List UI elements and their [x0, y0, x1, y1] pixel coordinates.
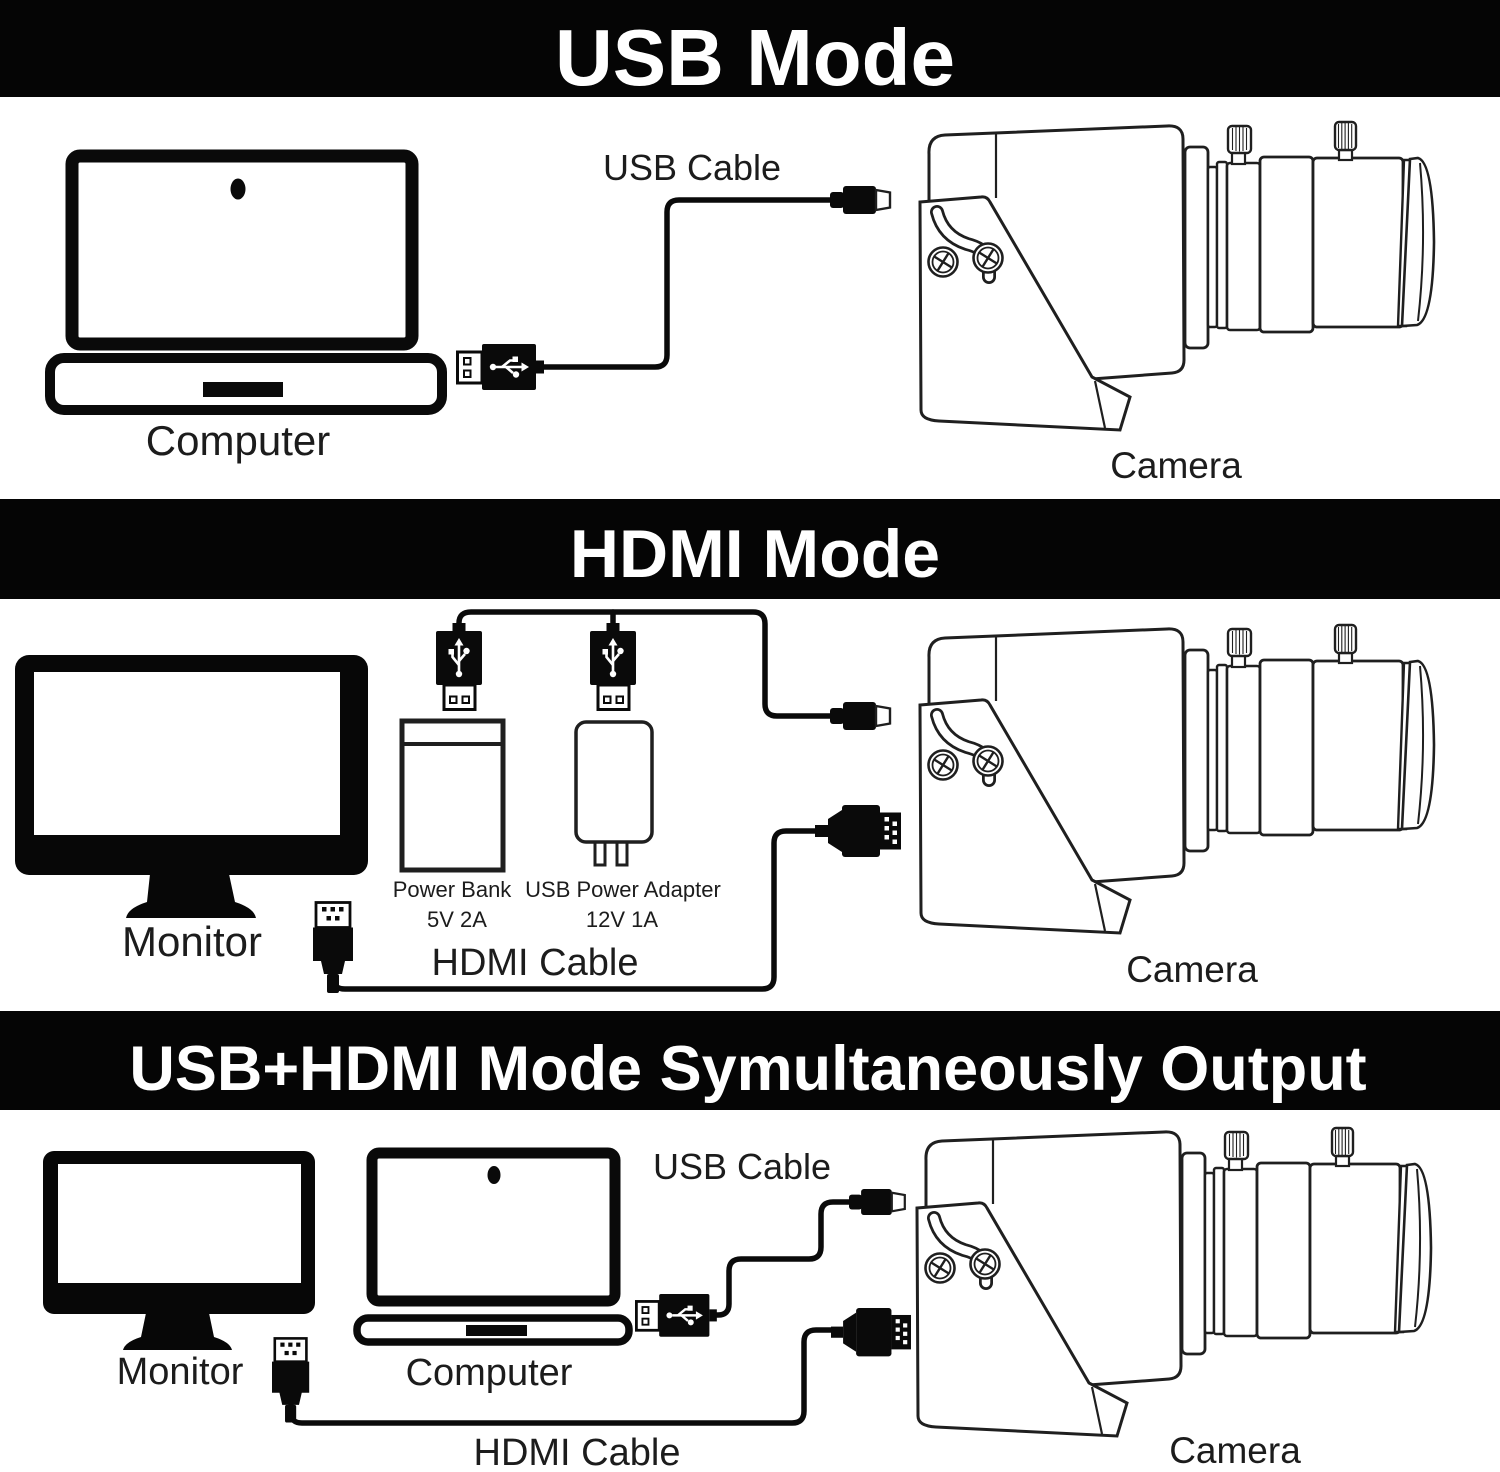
usb-cable-label: USB Cable — [603, 147, 781, 188]
usb-cable-label: USB Cable — [653, 1146, 831, 1187]
section-hdmi-mode: HDMI Mode Monitor Power Bank 5V 2A USB P… — [0, 499, 1500, 995]
section-usb-hdmi-mode: USB+HDMI Mode Symultaneously Output Moni… — [0, 1011, 1500, 1472]
webcam-dot-icon — [230, 178, 246, 200]
usb-a-plug-icon — [434, 621, 484, 711]
usb-cable-path — [713, 1199, 854, 1318]
usb-a-plug-icon — [456, 342, 546, 392]
monitor-icon — [43, 1151, 315, 1350]
camera-illustration — [917, 1128, 1431, 1436]
camera-label: Camera — [1126, 949, 1258, 990]
camera-illustration — [920, 625, 1434, 933]
section-title: USB Mode — [555, 13, 955, 102]
micro-usb-plug-icon — [847, 1187, 906, 1217]
power-bank-icon — [399, 718, 506, 873]
usb-cable-path — [540, 197, 834, 370]
hdmi-plug-icon — [815, 805, 901, 857]
section-title: USB+HDMI Mode Symultaneously Output — [129, 1034, 1366, 1104]
computer-label: Computer — [406, 1352, 573, 1394]
hdmi-plug-icon — [311, 901, 355, 995]
computer-label: Computer — [146, 417, 330, 464]
adapter-spec-label: 12V 1A — [586, 907, 658, 932]
micro-usb-plug-icon — [828, 700, 892, 732]
hdmi-cable-label: HDMI Cable — [474, 1432, 681, 1472]
section-banner — [0, 0, 1500, 97]
hdmi-cable-label: HDMI Cable — [432, 942, 639, 984]
laptop-icon — [45, 149, 447, 415]
usb-a-plug-icon — [588, 621, 638, 711]
monitor-label: Monitor — [117, 1351, 244, 1393]
section-title: HDMI Mode — [570, 516, 940, 592]
power-bank-spec-label: 5V 2A — [427, 907, 487, 932]
section-banner — [0, 499, 1500, 599]
power-wire-path — [456, 609, 834, 719]
monitor-icon — [15, 655, 368, 918]
camera-label: Camera — [1169, 1430, 1301, 1471]
section-banner — [0, 1011, 1500, 1110]
micro-usb-plug-icon — [828, 184, 892, 216]
laptop-icon — [353, 1147, 633, 1346]
adapter-label: USB Power Adapter — [525, 877, 721, 902]
usb-power-adapter-icon — [574, 720, 654, 867]
camera-illustration — [920, 122, 1434, 430]
monitor-label: Monitor — [122, 918, 262, 965]
usb-a-plug-icon — [635, 1292, 719, 1339]
camera-label: Camera — [1110, 445, 1242, 486]
power-bank-label: Power Bank — [393, 877, 513, 902]
hdmi-plug-icon — [831, 1308, 911, 1357]
section-usb-mode: USB Mode Computer USB Cable Camera — [0, 0, 1500, 486]
hdmi-plug-icon — [270, 1337, 311, 1424]
webcam-dot-icon — [487, 1166, 501, 1184]
